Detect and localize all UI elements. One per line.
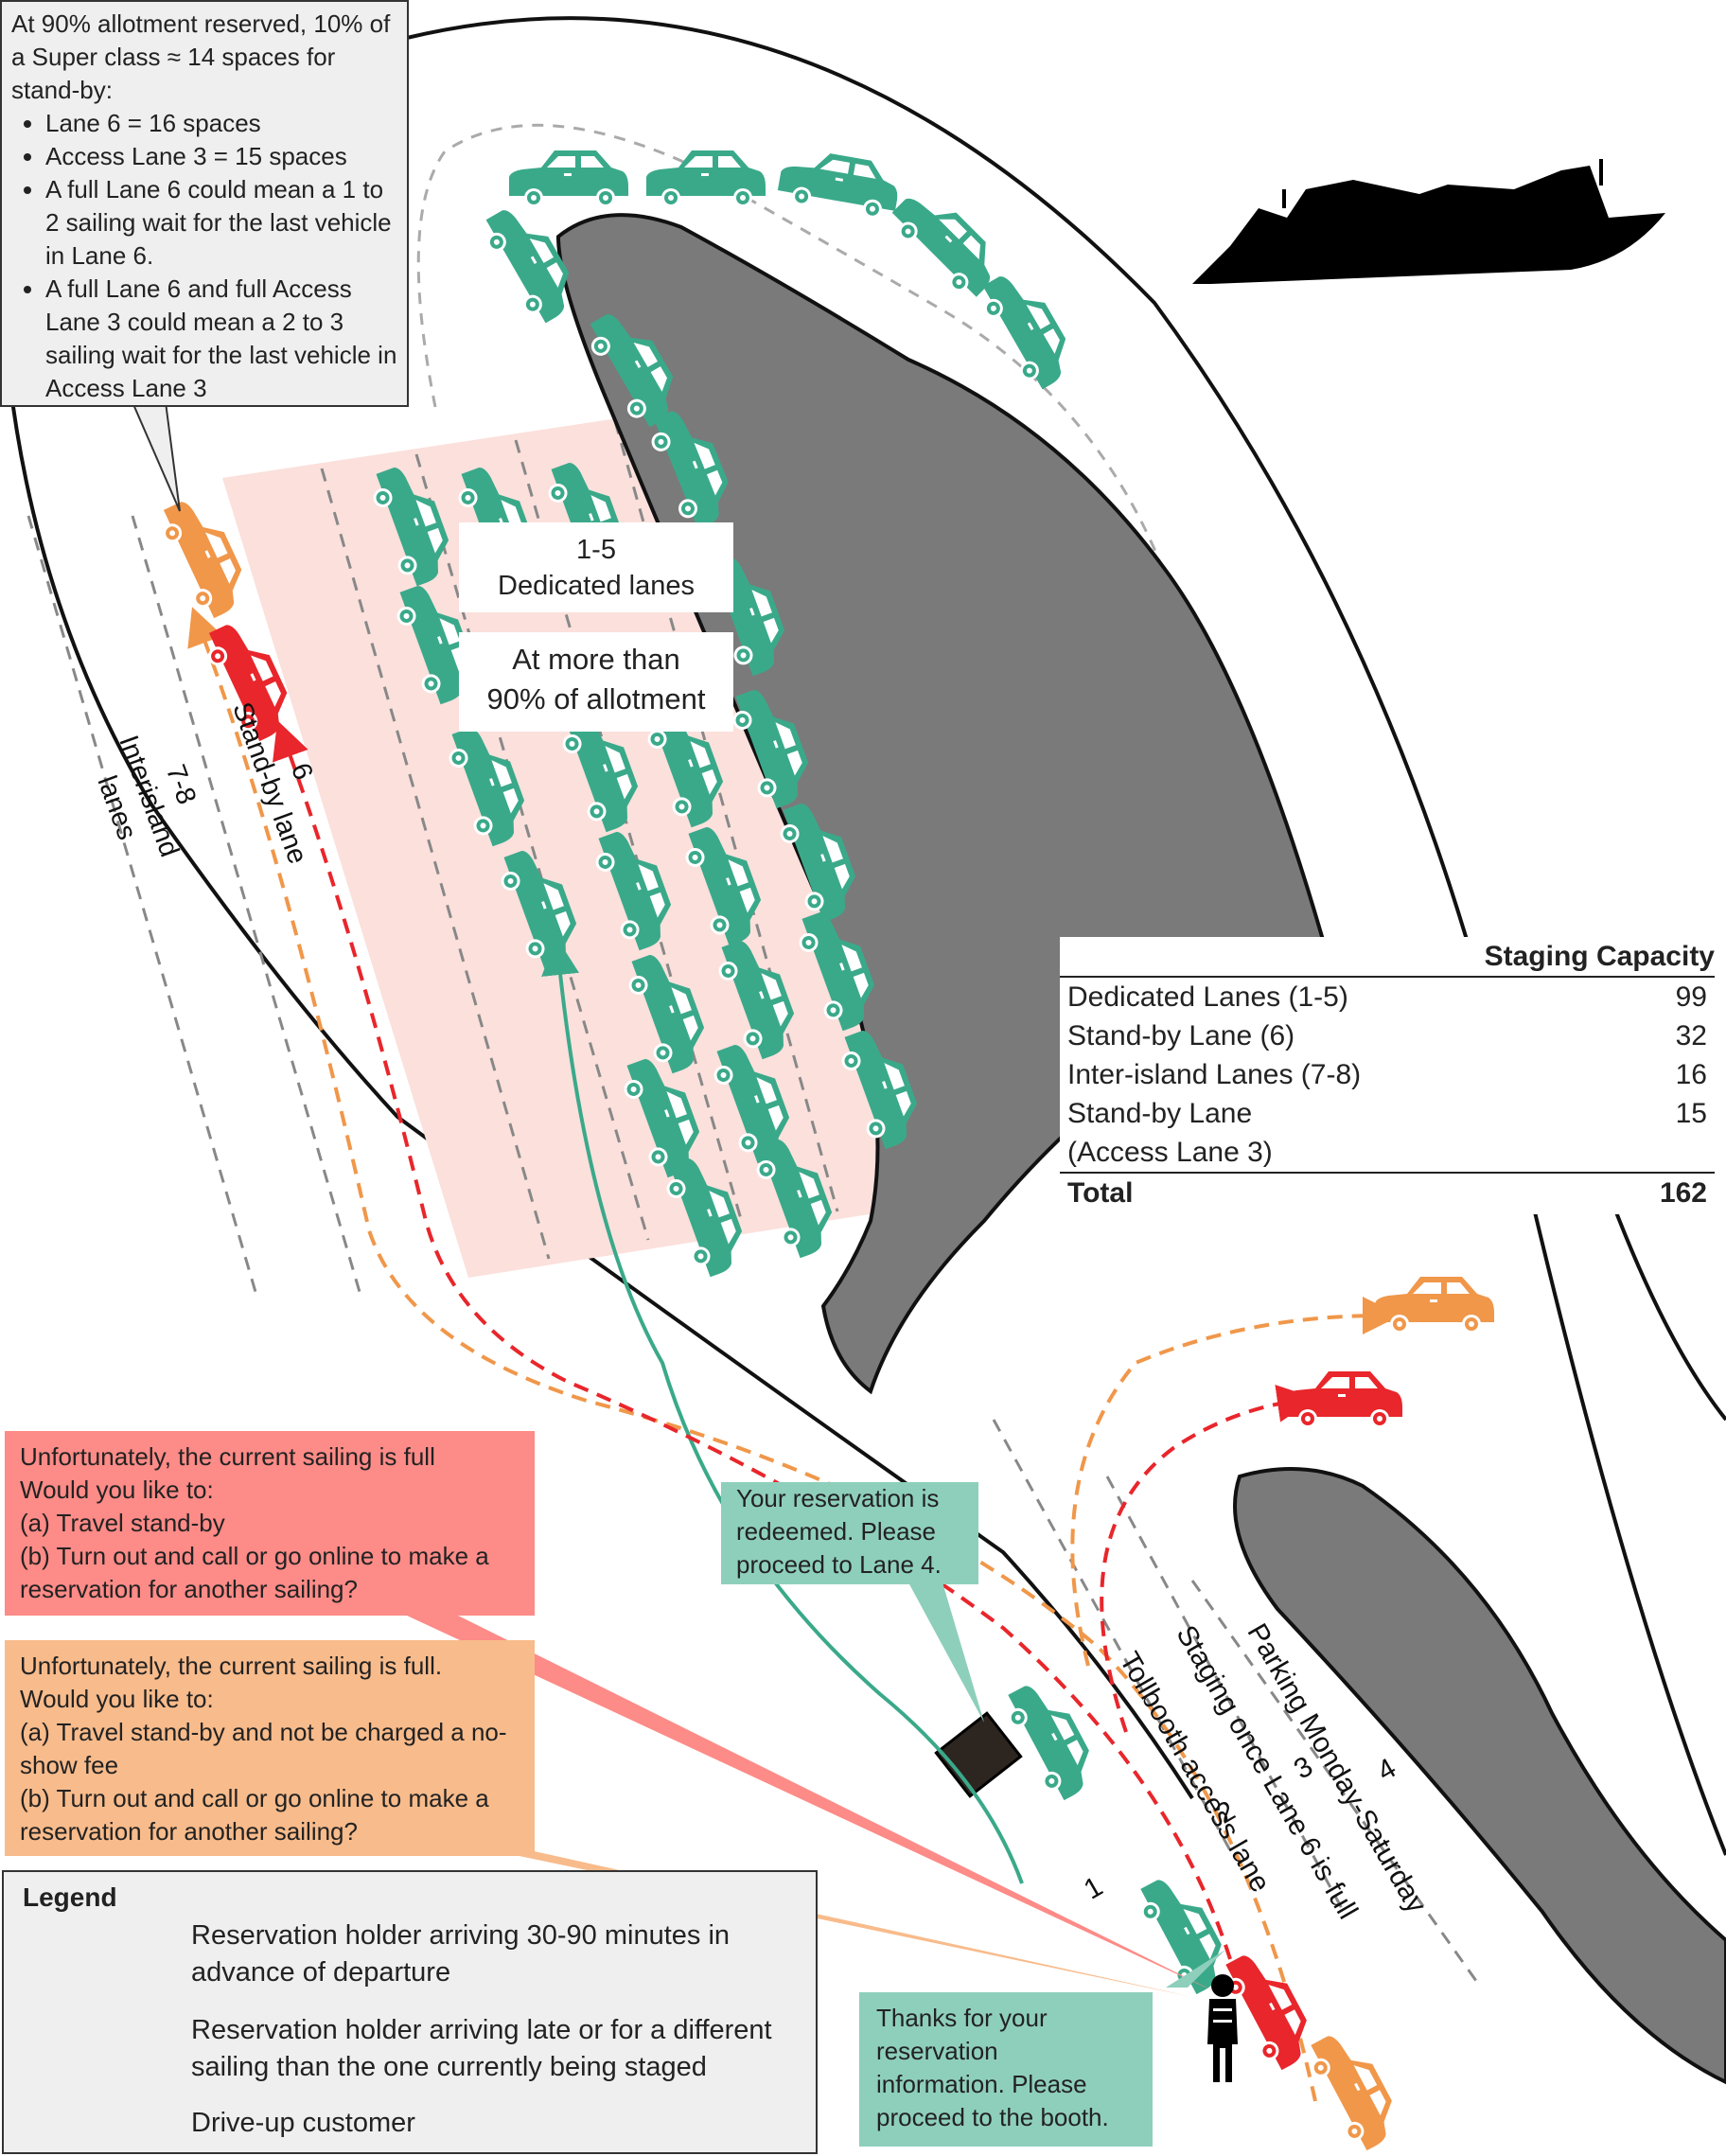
red-car-icon xyxy=(1283,1371,1402,1428)
tollbooth xyxy=(934,1711,1023,1798)
green-route xyxy=(541,937,1024,1884)
orange-car-icon xyxy=(1300,2023,1407,2156)
green-car-icon xyxy=(997,1673,1104,1806)
road-edge-left xyxy=(8,378,1194,1800)
capacity-header: Staging Capacity xyxy=(1060,937,1715,978)
capacity-row: (Access Lane 3) xyxy=(1060,1133,1715,1173)
legend-item-text: Reservation holder arriving 30-90 minute… xyxy=(191,1920,731,1988)
legend-title: Legend xyxy=(23,1882,117,1912)
capacity-row-label: Stand-by Lane xyxy=(1067,1098,1253,1129)
thanks-callout-line: Thanks for your xyxy=(876,2004,1048,2032)
driveup-callout-line: (a) Travel stand-by xyxy=(20,1509,225,1537)
driveup-callout: Unfortunately, the current sailing is fu… xyxy=(5,1431,535,1616)
redeemed-callout-line: Your reservation is xyxy=(736,1484,940,1512)
green-car-icon xyxy=(775,145,904,222)
standby-note-item: A full Lane 6 and full Access Lane 3 cou… xyxy=(45,273,397,405)
standby-note-item: Access Lane 3 = 15 spaces xyxy=(45,140,397,173)
capacity-row: Stand-by Lane (6) 32 xyxy=(1060,1016,1715,1055)
redeemed-tail xyxy=(889,1547,984,1723)
green-car-icon xyxy=(973,263,1083,396)
capacity-row-label: Dedicated Lanes (1-5) xyxy=(1067,981,1348,1013)
capacity-row-label: (Access Lane 3) xyxy=(1067,1137,1273,1168)
standby-note-item: A full Lane 6 could mean a 1 to 2 sailin… xyxy=(45,173,397,273)
legend-item: Reservation holder arriving 30-90 minute… xyxy=(191,1917,797,1991)
legend-item: Drive-up customer xyxy=(191,2105,797,2142)
capacity-row-value xyxy=(1604,1133,1715,1173)
road-edge-right xyxy=(1607,1192,1726,1422)
red-turnout-route xyxy=(1100,1385,1315,1733)
driveup-tail xyxy=(393,1609,1216,1992)
thanks-callout-line: information. Please xyxy=(876,2070,1087,2098)
redeemed-callout-line: redeemed. Please xyxy=(736,1517,937,1546)
redeemed-callout-line: proceed to Lane 4. xyxy=(736,1550,942,1579)
thanks-callout: Thanks for your reservation information.… xyxy=(859,1992,1153,2147)
capacity-row-label: Inter-island Lanes (7-8) xyxy=(1067,1059,1362,1090)
staging-capacity-table: Staging Capacity Dedicated Lanes (1-5) 99… xyxy=(1060,937,1715,1214)
capacity-total-label: Total xyxy=(1067,1177,1134,1209)
orange-turnout-route xyxy=(1070,1297,1400,1667)
thanks-callout-line: proceed to the booth. xyxy=(876,2103,1109,2131)
attendant-icon xyxy=(1207,1974,1238,2082)
legend-item-text: Reservation holder arriving late or for … xyxy=(191,2015,772,2082)
capacity-row-value: 16 xyxy=(1675,1059,1707,1090)
standby-note-tail xyxy=(131,401,181,512)
capacity-row: Stand-by Lane 15 xyxy=(1060,1094,1715,1133)
driveup-callout-line: Would you like to: xyxy=(20,1476,214,1504)
green-car-icon xyxy=(646,150,766,207)
allotment-line-2: 90% of allotment xyxy=(486,682,706,716)
green-car-icon xyxy=(509,150,628,207)
thanks-tail xyxy=(1166,1950,1225,1988)
legend-item: Reservation holder arriving late or for … xyxy=(191,2012,806,2086)
capacity-row-value: 32 xyxy=(1675,1020,1707,1051)
central-island xyxy=(555,213,1328,1395)
standby-note-list: Lane 6 = 16 spaces Access Lane 3 = 15 sp… xyxy=(11,107,397,405)
late-callout-line: Unfortunately, the current sailing is fu… xyxy=(20,1652,443,1680)
legend-item-text: Drive-up customer xyxy=(191,2108,415,2138)
reservation-redeemed-callout: Your reservation is redeemed. Please pro… xyxy=(721,1482,978,1584)
red-standby-route xyxy=(273,720,1232,1960)
dedicated-lanes-text: Dedicated lanes xyxy=(498,571,695,601)
capacity-total-value: 162 xyxy=(1659,1177,1707,1209)
dedicated-lanes-label: 1-5 Dedicated lanes xyxy=(459,522,733,612)
capacity-row: Dedicated Lanes (1-5) 99 xyxy=(1060,977,1715,1016)
late-arrival-callout: Unfortunately, the current sailing is fu… xyxy=(5,1640,535,1856)
late-callout-line: (b) Turn out and call or go online to ma… xyxy=(20,1784,489,1846)
capacity-row-value: 15 xyxy=(1675,1098,1707,1129)
allotment-line-1: At more than xyxy=(512,643,680,676)
orange-car-icon xyxy=(1375,1277,1494,1334)
late-callout-line: Would you like to: xyxy=(20,1685,214,1713)
driveup-callout-line: Unfortunately, the current sailing is fu… xyxy=(20,1442,435,1471)
allotment-label: At more than 90% of allotment xyxy=(459,632,733,732)
driveup-callout-line: (b) Turn out and call or go online to ma… xyxy=(20,1542,489,1603)
road-edge-outer xyxy=(406,16,1726,1856)
thanks-callout-line: reservation xyxy=(876,2037,998,2065)
capacity-row-value: 99 xyxy=(1675,981,1707,1013)
standby-note-intro: At 90% allotment reserved, 10% of a Supe… xyxy=(11,9,391,104)
capacity-total-row: Total 162 xyxy=(1060,1173,1715,1212)
standby-note-item: Lane 6 = 16 spaces xyxy=(45,107,397,140)
orange-standby-route xyxy=(187,607,1317,2102)
legend: Legend Reservation holder arriving 30-90… xyxy=(2,1870,818,2154)
ferry-silhouette xyxy=(1192,166,1665,284)
late-callout-line: (a) Travel stand-by and not be charged a… xyxy=(20,1718,507,1779)
capacity-row: Inter-island Lanes (7-8) 16 xyxy=(1060,1055,1715,1094)
standby-capacity-note: At 90% allotment reserved, 10% of a Supe… xyxy=(0,0,409,407)
capacity-row-label: Stand-by Lane (6) xyxy=(1067,1020,1295,1051)
dedicated-lanes-number: 1-5 xyxy=(576,535,616,565)
